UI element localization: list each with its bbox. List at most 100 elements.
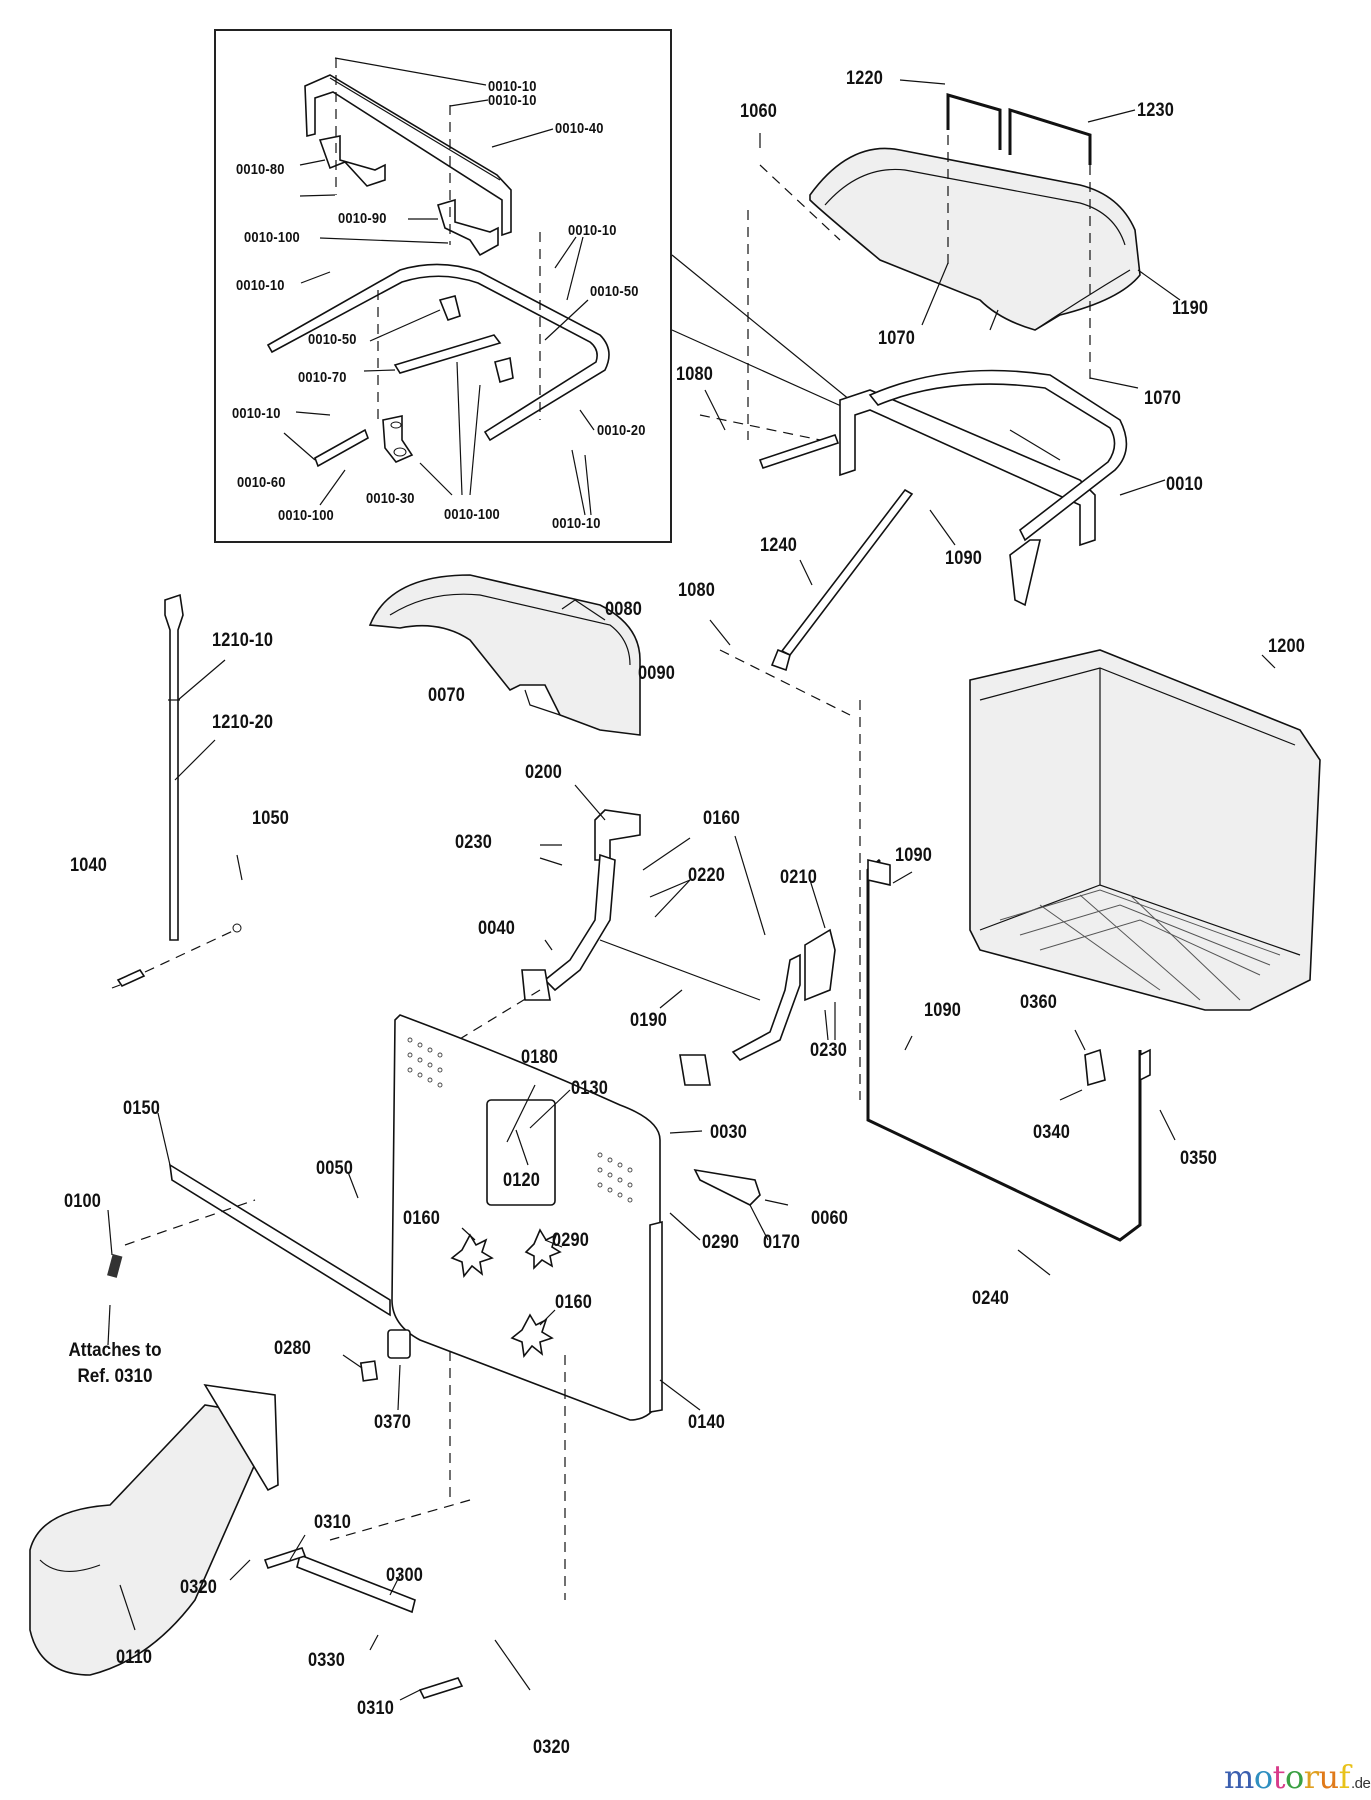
vent-holes-left [407,1037,443,1088]
part-label-0230-b: 0230 [810,1040,848,1061]
part-label-0360: 0360 [1020,992,1058,1013]
part-label-0310-a: 0310 [314,1512,352,1533]
part-label: 0010-50 [308,331,357,348]
logo-letter: u [1318,1758,1340,1796]
hoop-0010-20 [266,263,610,442]
part-label-0210: 0210 [780,867,818,888]
part-label-1190: 1190 [1172,298,1209,319]
discharge-chute-0110 [29,1383,279,1676]
part-label-0330: 0330 [308,1650,346,1671]
part-label-0120: 0120 [503,1170,541,1191]
part-label-1200: 1200 [1268,636,1306,657]
bracket-0170 [693,1168,761,1206]
part-label-0130: 0130 [571,1078,609,1099]
part-label-0320-a: 0320 [180,1577,218,1598]
lift-arms [521,809,836,1086]
top-rail-0010-40 [304,74,512,237]
part-label-0150: 0150 [123,1098,161,1119]
frame-detail-inset [214,29,672,543]
part-label-0040: 0040 [478,918,516,939]
grass-bag-1200 [969,649,1321,1011]
part-label-0350: 0350 [1180,1148,1218,1169]
part-label-0240: 0240 [972,1288,1010,1309]
logo-letter: o [1253,1758,1273,1796]
part-label-0170: 0170 [763,1232,801,1253]
part-label-0340: 0340 [1033,1122,1071,1143]
bracket-0010-90 [436,198,499,257]
part-label-0300: 0300 [386,1565,424,1586]
spring-0100 [107,1254,123,1278]
part-label-1220: 1220 [846,68,884,89]
part-label-0160-a: 0160 [703,808,741,829]
logo-letter: t [1272,1758,1286,1796]
rivet-0160 [450,1233,494,1278]
part-label: 0010-20 [597,422,646,439]
part-label-1230: 1230 [1137,100,1175,121]
part-label-1240: 1240 [760,535,798,556]
handle-1230 [1008,107,1092,165]
part-label: 0010-10 [552,515,601,532]
deflector-bracket-0150 [168,1163,391,1317]
part-label: 0010-50 [590,283,639,300]
part-label: 0010-100 [278,507,334,524]
logo-letter: o [1284,1758,1304,1796]
part-label-1080-a: 1080 [676,364,714,385]
part-label: 0010-90 [338,210,387,227]
logo-letter: f [1338,1758,1351,1796]
part-label-1070-b: 1070 [1144,388,1182,409]
logo-letter: m [1224,1758,1254,1796]
part-label-0290-b: 0290 [702,1232,740,1253]
part-label: 0010-80 [236,161,285,178]
part-label-0010: 0010 [1166,474,1204,495]
part-label: 0010-10 [488,78,537,95]
part-label: 0010-30 [366,490,415,507]
part-label: 0010-10 [236,277,285,294]
part-label: 0010-100 [244,229,300,246]
part-label-0160-b: 0160 [403,1208,441,1229]
part-label: 0010-40 [555,120,604,137]
part-label-0310-b: 0310 [357,1698,395,1719]
logo-suffix: .de [1350,1775,1371,1792]
part-label-0100: 0100 [64,1191,102,1212]
inset-frame-parts [266,57,610,516]
deflector-0070 [368,574,641,736]
part-label-0060: 0060 [811,1208,849,1229]
part-label: 0010-60 [237,474,286,491]
bracket-0300 [296,1553,416,1614]
part-label-0280: 0280 [274,1338,312,1359]
part-label-0290-a: 0290 [552,1230,590,1251]
logo-letter: r [1303,1758,1319,1796]
part-label-1210-10: 1210-10 [212,630,274,651]
part-label-0080: 0080 [605,599,643,620]
part-label-0140: 0140 [688,1412,726,1433]
part-label-1210-20: 1210-20 [212,712,274,733]
part-label-0180: 0180 [521,1047,559,1068]
part-label: 0010-10 [488,92,537,109]
attachment-note-line1: Attaches to [68,1340,162,1361]
top-cover-1190 [809,147,1141,331]
leader-lines [107,79,1276,1701]
part-label-0090: 0090 [638,663,676,684]
handle-1220 [946,93,1002,150]
part-label-0190: 0190 [630,1010,668,1031]
part-label-0320-b: 0320 [533,1737,571,1758]
rivet-0160-b [510,1313,554,1358]
part-label-1090-c: 1090 [924,1000,962,1021]
part-label: 0010-10 [232,405,281,422]
part-label-0110: 0110 [116,1647,153,1668]
part-label-1060: 1060 [740,101,778,122]
strap-0010-70 [393,334,502,374]
part-label-1090-a: 1090 [945,548,983,569]
switch-0370 [387,1329,411,1359]
vent-holes-right [597,1152,633,1203]
rear-panel-0140 [391,1014,663,1421]
part-label-0070: 0070 [428,685,466,706]
latch-0280 [359,1360,379,1382]
support-rod-1240 [780,488,914,657]
attachment-note-line2: Ref. 0310 [77,1366,153,1387]
part-label-1090-b: 1090 [895,845,933,866]
part-label: 0010-10 [568,222,617,239]
dump-handle-1210 [164,593,184,941]
part-label-0030: 0030 [710,1122,748,1143]
